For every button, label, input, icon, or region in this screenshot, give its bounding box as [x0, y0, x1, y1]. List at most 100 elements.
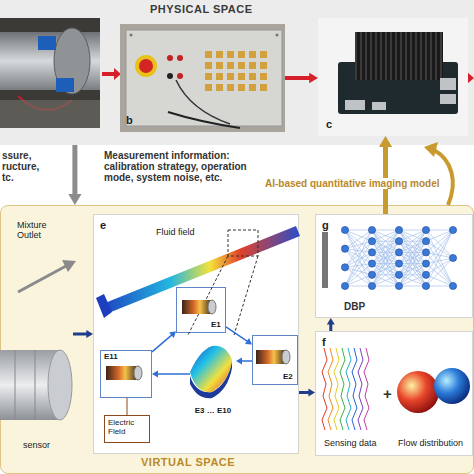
connector-line [72, 145, 77, 197]
neural-network [426, 230, 453, 286]
simulation-panel: eFluid fieldE1E2E3 … E10E11Electric Fiel… [93, 214, 299, 454]
jetson-board-photo [440, 94, 456, 104]
neural-network [368, 238, 375, 245]
neural-network [422, 226, 429, 233]
neural-network [345, 230, 372, 286]
data-name: Flow distribution [398, 438, 463, 448]
neural-network [399, 230, 426, 252]
field-name: Fluid field [156, 227, 195, 237]
flow-arrow [379, 136, 392, 214]
neural-network [422, 260, 429, 267]
neural-network [426, 230, 453, 241]
data-name: Sensing data [324, 438, 377, 448]
gold-feedback-arrow [424, 142, 453, 205]
neural-network [345, 230, 372, 275]
arrow-head [152, 370, 158, 377]
edge-label: AI-based quantitative imaging model [264, 178, 440, 189]
neural-network [426, 230, 453, 286]
pipe-sensor-photo [0, 100, 100, 128]
neural-network [426, 230, 453, 231]
neural-network [426, 264, 453, 286]
neural-network [399, 230, 426, 241]
part-name: Mixture Outlet [17, 220, 67, 240]
jetson-board-photo [355, 32, 443, 80]
fluid-pipe [188, 256, 228, 335]
mixture-outlet-pipe [18, 260, 76, 292]
neural-network [368, 226, 375, 233]
measurement-note: Measurement information: calibration str… [104, 150, 269, 184]
sensing-data-plot [340, 348, 345, 430]
connector-line [226, 327, 249, 342]
neural-network [368, 271, 375, 278]
connector-line [285, 76, 312, 80]
panel-letter: b [126, 114, 133, 126]
electrode-cylinder [208, 300, 216, 314]
neural-network [368, 260, 375, 267]
flow-arrow [152, 331, 176, 351]
pipe-sensor-photo [54, 28, 90, 94]
connector-line [383, 144, 388, 214]
neural-network [341, 245, 348, 252]
connector-line [152, 334, 173, 352]
fluid-pipe [100, 226, 300, 314]
neural-network [426, 275, 453, 286]
electrode-label: E2 [283, 373, 293, 382]
sensing-data-plot [364, 348, 369, 430]
gold-feedback-arrow [424, 142, 438, 157]
neural-network [372, 230, 399, 241]
flow-arrow [127, 398, 128, 415]
control-box-photo [120, 24, 285, 132]
neural-network [322, 226, 457, 289]
field-surface [190, 346, 232, 398]
neural-network [399, 252, 426, 286]
neural-network [372, 241, 399, 286]
mixture-outlet-pipe [18, 266, 66, 292]
neural-network [345, 230, 372, 231]
control-box-photo [126, 30, 282, 126]
flow-arrow [236, 357, 252, 364]
jetson-board-photo [355, 32, 443, 80]
neural-network [399, 241, 426, 286]
sensing-data-plot [322, 348, 369, 430]
callout-text: Electric Field [108, 419, 148, 437]
neural-network [341, 264, 348, 271]
electrode-label: E3 … E10 [190, 407, 236, 416]
electrode-cylinder [134, 366, 142, 380]
jetson-board-photo [345, 100, 365, 110]
neural-network [399, 264, 426, 286]
sensing-data-plot [358, 348, 363, 430]
neural-network [345, 275, 372, 286]
fluid-pipe [96, 294, 112, 318]
control-box-photo [139, 59, 153, 73]
field-surface [190, 346, 232, 392]
neural-network [372, 230, 399, 231]
arrow-head [169, 331, 176, 338]
neural-network [399, 241, 426, 286]
neural-network [426, 241, 453, 258]
control-box-photo [130, 34, 133, 37]
neural-network [449, 282, 456, 289]
sensing-data-plot [346, 348, 351, 430]
neural-network [372, 230, 399, 252]
neural-network [399, 230, 426, 286]
control-box-photo [177, 55, 183, 61]
neural-network [345, 252, 372, 286]
flow-arrow [73, 330, 93, 338]
arrow-head [236, 357, 242, 364]
red-arrow [467, 72, 474, 84]
neural-network [426, 258, 453, 286]
pipe-sensor-photo [38, 36, 56, 50]
gold-feedback-arrow [434, 150, 453, 205]
control-box-photo [120, 24, 285, 132]
arrow-head [86, 330, 93, 338]
neural-network [372, 264, 399, 286]
flow-arrow [226, 327, 252, 345]
electrode-label: E11 [104, 353, 118, 362]
neural-network [399, 230, 426, 241]
electrode-label: E1 [211, 321, 221, 330]
fluid-pipe [234, 256, 258, 335]
neural-network [372, 252, 399, 286]
neural-network [372, 230, 399, 286]
control-box-photo [177, 73, 183, 79]
jetson-board-photo [440, 78, 456, 90]
